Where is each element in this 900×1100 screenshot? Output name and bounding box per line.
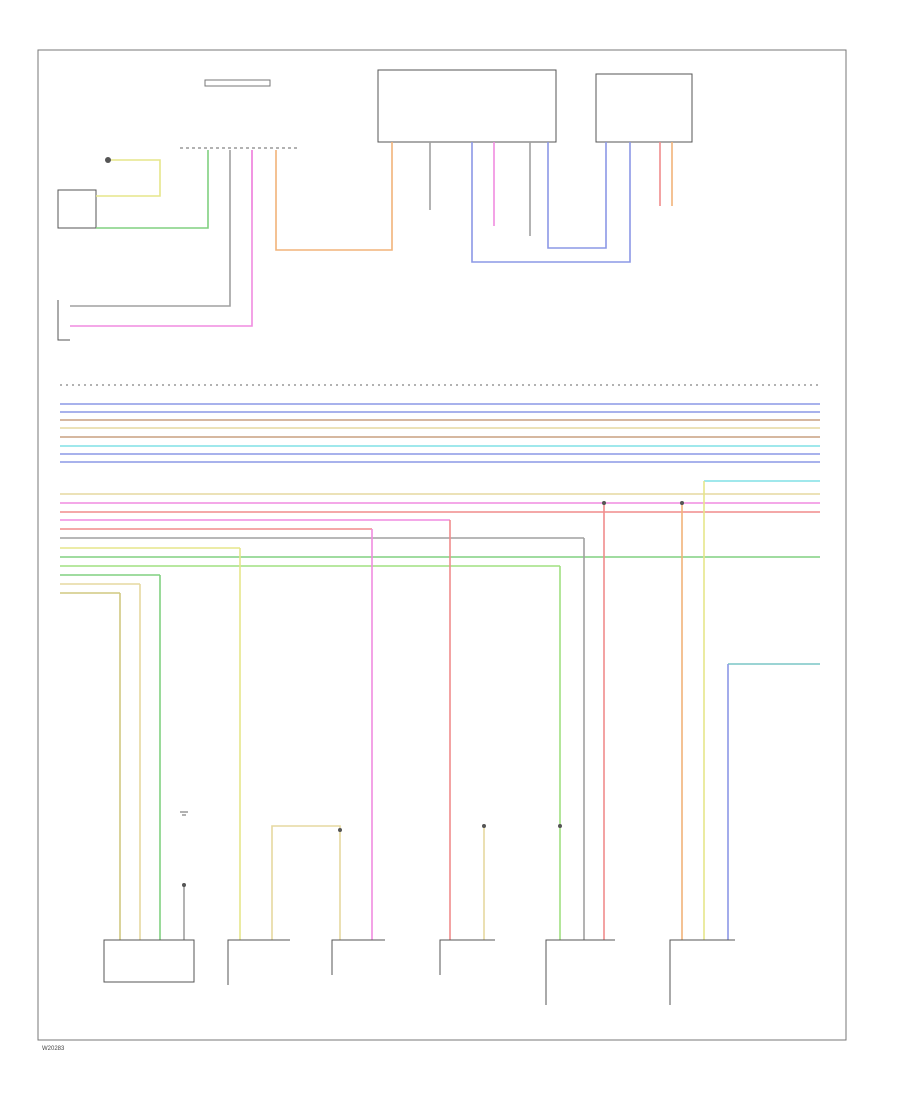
module-bracket-bottom-5: [545, 939, 615, 1005]
top-wires: [70, 142, 673, 327]
drop-wires: [119, 481, 820, 940]
module-bracket-bottom-3: [331, 939, 385, 975]
wire-blue-top-2: [547, 142, 607, 249]
bus-wires: [60, 403, 820, 594]
footer-code: W20283: [42, 1046, 65, 1052]
ground-symbols: [105, 157, 684, 887]
module-bracket-bottom-6: [669, 939, 735, 1005]
module-box-top-right: [595, 73, 693, 143]
module-bracket-bottom-4: [439, 939, 495, 975]
module-bracket-bottom-2: [227, 939, 290, 985]
diagram-frame: [37, 49, 847, 1041]
wire-switch-gray: [70, 150, 231, 307]
module-box-bottom-1: [103, 939, 195, 983]
top-connector-left: [180, 79, 300, 149]
module-box-top-center: [377, 69, 557, 143]
wire-sensor-yellow: [96, 159, 161, 197]
switch-bracket-left: [57, 300, 70, 341]
wire-sensor-green: [96, 150, 209, 229]
drop-tan-2: [271, 825, 341, 940]
wire-switch-pink: [70, 150, 253, 327]
wire-orange-top: [275, 142, 393, 251]
wire-blue-top: [471, 142, 631, 263]
sensor-box-left: [57, 189, 97, 229]
